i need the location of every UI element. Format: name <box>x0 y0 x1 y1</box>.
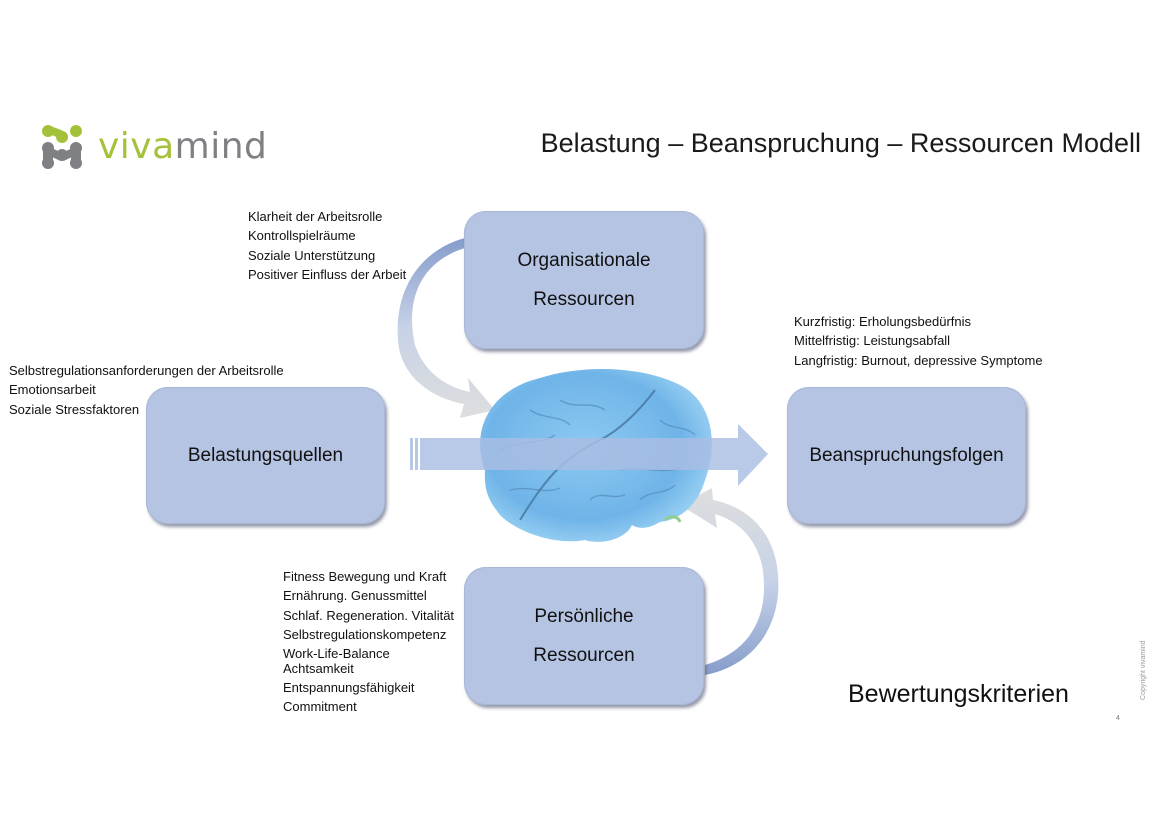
list-item: Ernährung. Genussmittel <box>283 588 427 604</box>
list-item: Commitment <box>283 699 357 715</box>
list-item: Mittelfristig: Leistungsabfall <box>794 333 951 349</box>
box-belastungsquellen: Belastungsquellen <box>146 387 385 524</box>
list-item: Kontrollspielräume <box>248 228 356 244</box>
list-item: Entspannungsfähigkeit <box>283 680 415 696</box>
list-item: Kurzfristig: Erholungsbedürfnis <box>794 314 972 329</box>
box-label-line1: Persönliche <box>534 606 634 627</box>
list-item: Achtsamkeit <box>283 661 354 677</box>
list-item: Selbstregulationsanforderungen der Arbei… <box>9 363 284 378</box>
box-beanspruchungsfolgen: Beanspruchungsfolgen <box>787 387 1026 524</box>
list-item: Positiver Einfluss der Arbeit <box>248 266 407 282</box>
list-item: Work-Life-Balance <box>283 646 390 662</box>
list-organisationale-ressourcen: Klarheit der Arbeitsrolle Kontrollspielr… <box>248 207 406 284</box>
page-number: 4 <box>1116 715 1120 722</box>
list-belastungsquellen: Selbstregulationsanforderungen der Arbei… <box>9 361 284 419</box>
list-item: Klarheit der Arbeitsrolle <box>248 209 383 224</box>
logo-molecule-icon <box>42 125 82 169</box>
main-arrow-belastung-to-folgen <box>410 424 768 486</box>
copyright-notice: Copyright vivamind <box>1140 640 1147 700</box>
list-item: Emotionsarbeit <box>9 382 96 398</box>
list-item: Langfristig: Burnout, depressive Symptom… <box>794 352 1043 368</box>
list-item: Fitness Bewegung und Kraft <box>283 569 447 584</box>
box-label: Belastungsquellen <box>187 444 344 466</box>
list-persoenliche-ressourcen: Fitness Bewegung und Kraft Ernährung. Ge… <box>283 567 454 717</box>
vivamind-logo: vivamind <box>40 124 280 170</box>
box-label: Beanspruchungsfolgen <box>809 444 1004 466</box>
list-beanspruchungsfolgen: Kurzfristig: Erholungsbedürfnis Mittelfr… <box>794 312 1043 370</box>
bewertungskriterien-label: Bewertungskriterien <box>848 680 1069 708</box>
list-item: Selbstregulationskompetenz <box>283 626 447 642</box>
curved-arrow-organisational-to-brain <box>397 238 495 418</box>
box-label-line1: Organisationale <box>517 250 651 271</box>
box-label-line2: Ressourcen <box>533 289 635 310</box>
curved-arrow-persoenlich-to-brain <box>680 488 779 675</box>
logo-wordmark: vivamind <box>98 126 268 167</box>
page-title: Belastung – Beanspruchung – Ressourcen M… <box>540 128 1141 158</box>
list-item: Soziale Stressfaktoren <box>9 401 140 417</box>
list-item: Soziale Unterstützung <box>248 247 376 263</box>
box-label-line2: Ressourcen <box>533 645 635 666</box>
list-item: Schlaf. Regeneration. Vitalität <box>283 607 455 623</box>
